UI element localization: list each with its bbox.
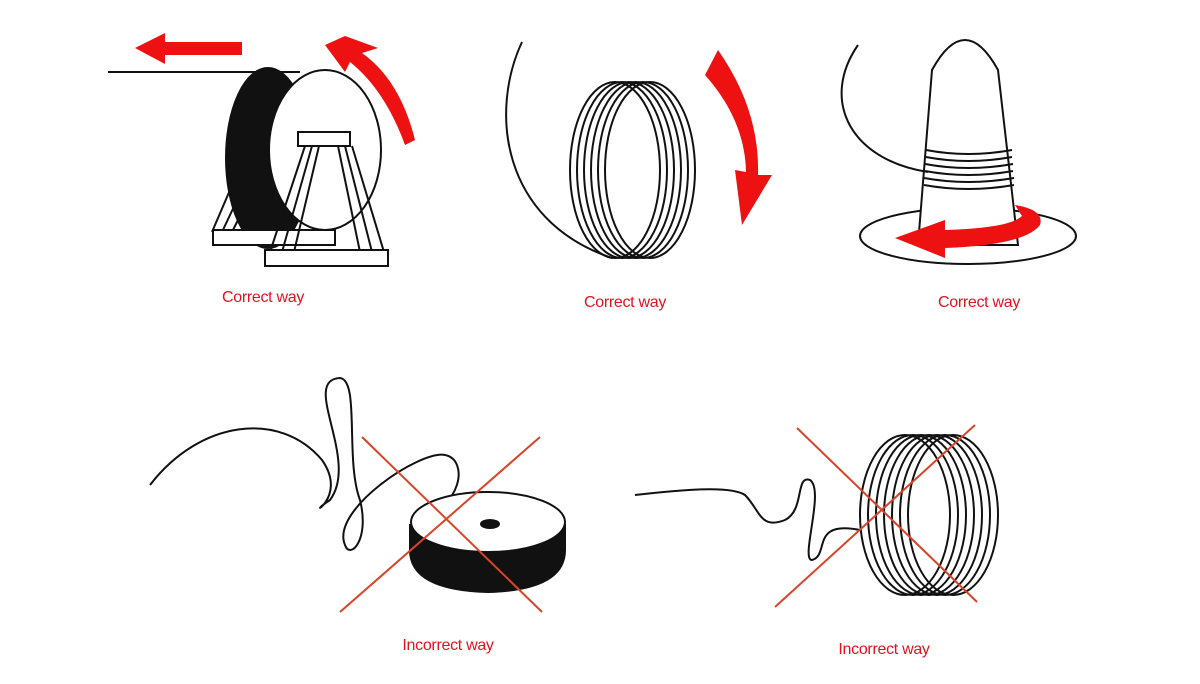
panel-label-coil-hanging: Correct way xyxy=(583,294,667,311)
reel-on-stand-illustration xyxy=(108,67,389,267)
coil-hanging-illustration xyxy=(505,41,696,259)
arrow-curved-down-icon xyxy=(705,50,772,225)
panel-label-coil-on-cone: Correct way xyxy=(937,294,1021,311)
panel-label-reel-on-stand: Correct way xyxy=(221,289,305,306)
incorrect-cross-icon xyxy=(339,436,543,613)
panel-label-spool-flat: Incorrect way xyxy=(402,637,494,654)
arrow-left-icon xyxy=(135,33,242,64)
panel-label-coil-pulled-side: Incorrect way xyxy=(838,641,930,658)
arrow-around-base-icon xyxy=(895,205,1041,258)
arrow-curved-rotate-icon xyxy=(325,36,415,145)
incorrect-cross-icon xyxy=(774,424,978,608)
spool-flat-illustration xyxy=(149,376,566,594)
